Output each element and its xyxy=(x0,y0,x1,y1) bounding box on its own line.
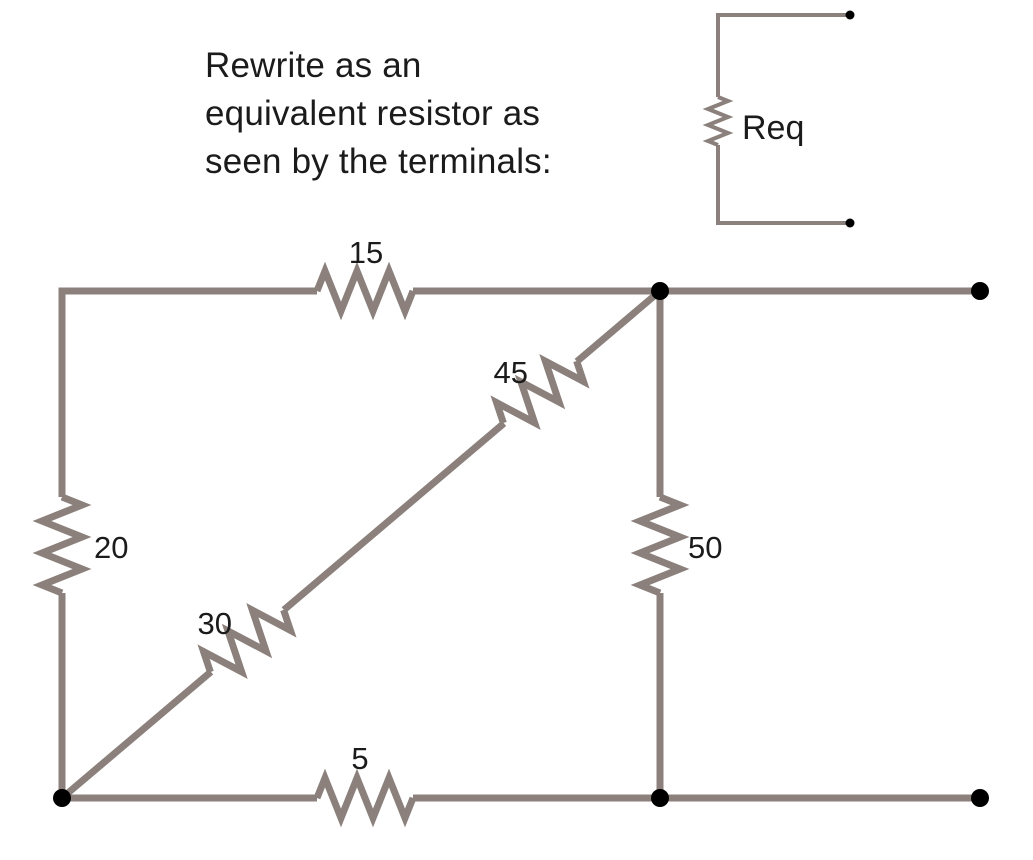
resistor-15-label: 15 xyxy=(349,235,383,270)
problem-statement: Rewrite as an equivalent resistor as see… xyxy=(205,42,552,186)
resistor-30-label: 30 xyxy=(198,606,232,641)
req-terminal-dot-top xyxy=(845,10,855,20)
resistor-30-zigzag xyxy=(197,603,297,679)
resistor-5-label: 5 xyxy=(351,741,368,776)
resistor-value-labels: 15 45 20 50 30 5 xyxy=(94,235,722,776)
resistors xyxy=(32,261,690,828)
wire-top-left xyxy=(58,287,317,497)
resistor-50-zigzag xyxy=(630,493,690,597)
req-wire-top xyxy=(716,13,848,97)
resistor-45-label: 45 xyxy=(494,355,528,390)
resistor-20-label: 20 xyxy=(94,530,128,565)
resistor-15-zigzag xyxy=(313,261,417,321)
problem-statement-line-2: equivalent resistor as xyxy=(205,94,541,133)
problem-statement-line-3: seen by the terminals: xyxy=(205,142,552,181)
req-symbol: Req xyxy=(708,10,855,228)
resistor-45-zigzag xyxy=(490,354,590,430)
resistor-50-label: 50 xyxy=(688,530,722,565)
nodes xyxy=(53,282,989,807)
resistor-5-zigzag xyxy=(313,768,417,828)
terminal-dot-top-right xyxy=(971,282,989,300)
req-terminal-dot-bottom xyxy=(845,218,855,228)
problem-statement-line-1: Rewrite as an xyxy=(205,46,422,85)
wire-diagonal xyxy=(59,288,663,801)
terminal-dot-bottom-right xyxy=(971,789,989,807)
main-circuit-wires xyxy=(58,287,980,802)
req-wire-bottom xyxy=(716,145,848,225)
node-dot-bottom-middle xyxy=(651,789,669,807)
node-dot-bottom-left xyxy=(53,789,71,807)
node-dot-top-middle xyxy=(651,282,669,300)
req-label: Req xyxy=(742,109,804,147)
resistor-20-zigzag xyxy=(32,493,92,597)
req-resistor-zigzag xyxy=(708,97,728,145)
